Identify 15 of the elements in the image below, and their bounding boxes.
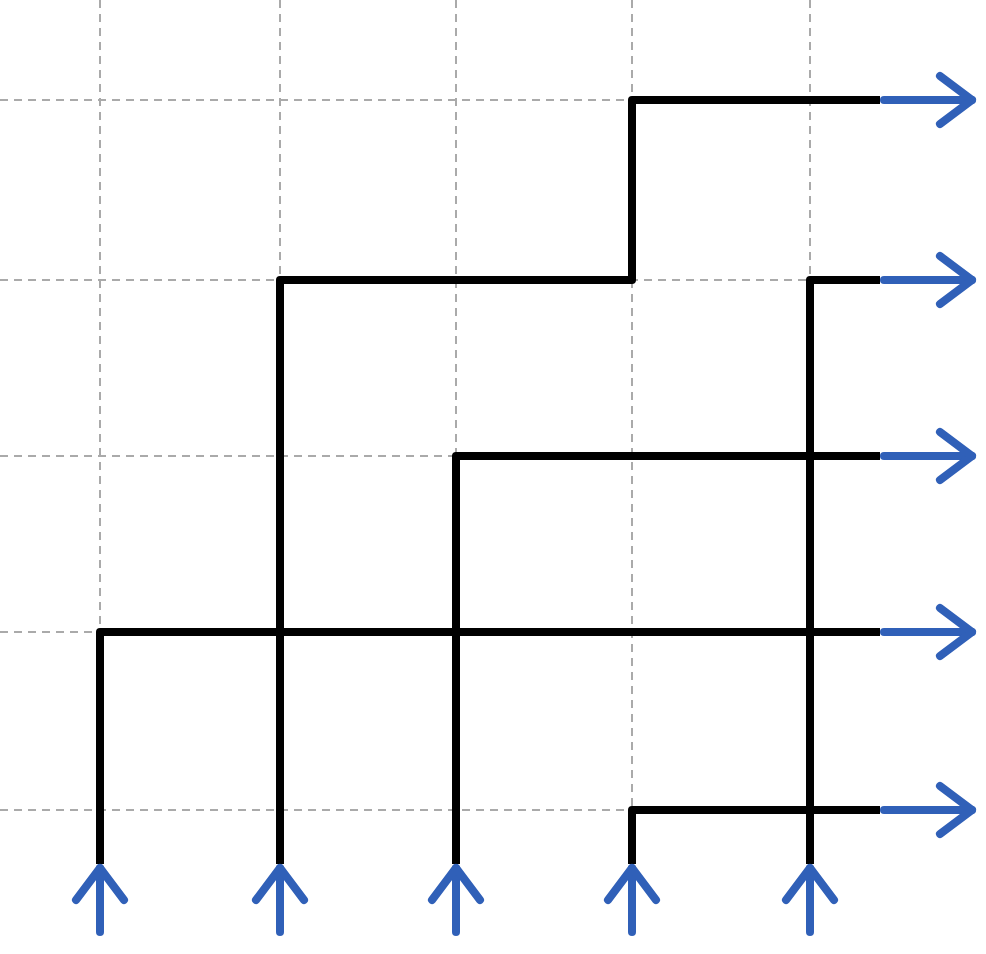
arrow [880, 782, 976, 838]
arrow [428, 864, 484, 936]
arrow [782, 864, 838, 936]
arrow [880, 72, 976, 128]
arrow [604, 864, 660, 936]
path-line [452, 452, 880, 864]
path-line [96, 96, 880, 864]
path-line [806, 806, 880, 864]
arrow [72, 864, 128, 936]
arrow [880, 252, 976, 308]
arrow [252, 864, 308, 936]
path-line [628, 628, 880, 864]
arrow [880, 604, 976, 660]
arrow [880, 428, 976, 484]
path-line [276, 276, 880, 864]
